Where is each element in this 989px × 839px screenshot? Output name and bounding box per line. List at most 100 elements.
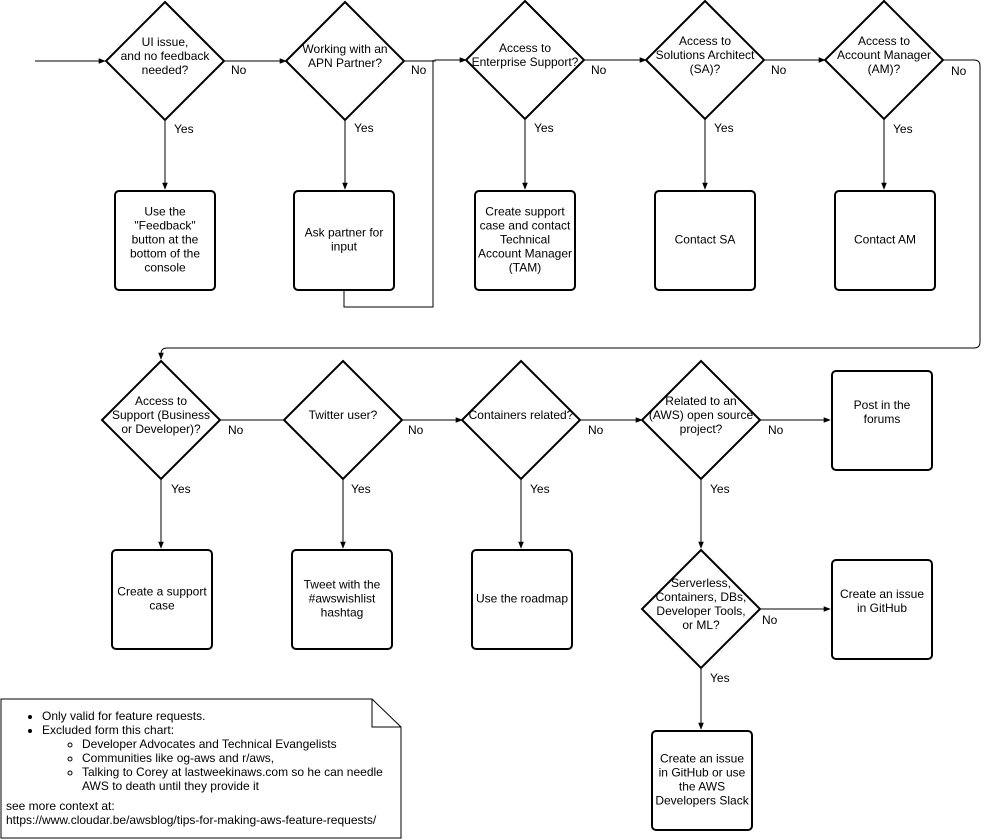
decision-apn-partner xyxy=(284,0,406,122)
action-feedback-button-label: console xyxy=(144,261,186,275)
edge-label-no: No xyxy=(411,63,427,77)
edge-partner-loop xyxy=(343,60,434,308)
decision-service-team-label: Developer Tools, xyxy=(656,604,745,618)
edge-label-no: No xyxy=(951,64,967,78)
action-contact-am xyxy=(834,190,936,291)
decision-ui-issue-label: and no feedback xyxy=(121,49,211,63)
action-forums-label: forums xyxy=(864,412,901,426)
action-ask-partner-label: input xyxy=(331,240,358,254)
connectors xyxy=(35,57,981,730)
edge-label-yes: Yes xyxy=(714,121,734,135)
decision-enterprise-support-label: Enterprise Support? xyxy=(472,55,579,69)
edge-am-no xyxy=(158,59,981,360)
decision-account-manager-label: (AM)? xyxy=(868,62,901,76)
note-shape xyxy=(0,698,402,839)
excluded-list: Developer Advocates and Technical Evange… xyxy=(42,737,396,793)
decision-ui-issue-label: needed? xyxy=(142,63,189,77)
action-roadmap xyxy=(471,549,573,650)
decision-support-plan-label: Access to xyxy=(135,394,187,408)
action-feedback-button xyxy=(114,190,216,291)
decision-open-source-label: (AWS) open source xyxy=(649,408,754,422)
edge-label-yes: Yes xyxy=(174,122,194,136)
action-github-issue xyxy=(831,559,933,660)
decision-service-team-label: Containers, DBs, xyxy=(656,590,747,604)
edge-apn-no xyxy=(404,57,467,63)
action-forums-label: Post in the xyxy=(854,398,911,412)
decision-service-team-label: or ML? xyxy=(682,618,720,632)
decision-solutions-architect xyxy=(644,0,766,121)
action-github-or-slack-label: in GitHub or use xyxy=(659,766,746,780)
decision-support-plan xyxy=(100,359,222,481)
decision-support-plan-label: or Developer)? xyxy=(121,422,201,436)
action-github-or-slack-label: Create an issue xyxy=(660,752,744,766)
excluded-item: Talking to Corey at lastweekinaws.com so… xyxy=(82,765,396,793)
edge-label-yes: Yes xyxy=(893,122,913,136)
decision-solutions-architect-label: Solutions Architect xyxy=(656,48,755,62)
note-list: Only valid for feature requests. Exclude… xyxy=(6,709,396,793)
decision-open-source xyxy=(640,359,762,481)
edge-label-yes: Yes xyxy=(171,482,191,496)
edge-label-no: No xyxy=(762,613,778,627)
decision-ui-issue-label: UI issue, xyxy=(142,35,189,49)
decision-support-plan-label: Support (Business xyxy=(112,408,210,422)
note-footer-url[interactable]: https://www.cloudar.be/awsblog/tips-for-… xyxy=(6,813,377,827)
note-footer-label: see more context at: xyxy=(6,799,115,813)
action-create-case-tam-label: (TAM) xyxy=(509,261,541,275)
edge-label-yes: Yes xyxy=(710,482,730,496)
excluded-item: Developer Advocates and Technical Evange… xyxy=(82,737,396,751)
edge-label-yes: Yes xyxy=(354,121,374,135)
edge-label-yes: Yes xyxy=(351,482,371,496)
edge-label-yes: Yes xyxy=(710,671,730,685)
action-tweet-label: #awswishlist xyxy=(309,592,376,606)
action-ask-partner-label: Ask partner for xyxy=(305,226,384,240)
action-feedback-button-label: "Feedback" xyxy=(134,219,195,233)
edge-label-no: No xyxy=(771,63,787,77)
action-create-case-tam-label: Technical xyxy=(500,233,550,247)
decision-enterprise-support xyxy=(464,0,586,121)
note-item-excluded-label: Excluded form this chart: xyxy=(42,723,175,737)
edge-label-no: No xyxy=(768,423,784,437)
action-contact-sa-label: Contact SA xyxy=(675,233,736,247)
action-create-case-tam-label: Account Manager xyxy=(478,247,572,261)
action-github-issue-label: Create an issue xyxy=(840,587,924,601)
action-feedback-button-label: button at the xyxy=(132,233,199,247)
edge-label-yes: Yes xyxy=(534,121,554,135)
decision-containers xyxy=(460,359,582,481)
edge-label-no: No xyxy=(408,423,424,437)
decision-twitter xyxy=(282,359,404,481)
note-footer: see more context at: https://www.cloudar… xyxy=(6,799,396,827)
note-item-feature-requests: Only valid for feature requests. xyxy=(42,709,396,723)
action-create-case-tam-label: Create support xyxy=(485,205,565,219)
action-tweet xyxy=(291,549,393,650)
action-tweet-label: hashtag xyxy=(321,606,364,620)
action-tweet-label: Tweet with the xyxy=(304,578,381,592)
action-feedback-button-label: Use the xyxy=(144,205,186,219)
action-create-support-case-label: Create a support xyxy=(117,585,207,599)
decision-ui-issue xyxy=(104,0,226,122)
action-ask-partner xyxy=(293,190,395,291)
decision-apn-partner-label: APN Partner? xyxy=(308,56,382,70)
note-item-excluded: Excluded form this chart: Developer Advo… xyxy=(42,723,396,793)
action-github-or-slack-label: the AWS xyxy=(679,780,725,794)
action-roadmap-label: Use the roadmap xyxy=(476,592,568,606)
decision-enterprise-support-label: Access to xyxy=(499,41,551,55)
note-content: Only valid for feature requests. Exclude… xyxy=(6,709,396,827)
decision-account-manager-label: Account Manager xyxy=(837,48,931,62)
edge-label-yes: Yes xyxy=(530,482,550,496)
action-create-support-case-label: case xyxy=(149,599,175,613)
action-github-issue-label: in GitHub xyxy=(857,601,907,615)
edge-label-no: No xyxy=(231,63,247,77)
edge-label-no: No xyxy=(228,423,244,437)
action-forums xyxy=(831,370,933,471)
action-github-or-slack-label: Developers Slack xyxy=(655,794,749,808)
decision-service-team-label: Serverless, xyxy=(671,576,731,590)
excluded-item: Communities like og-aws and r/aws, xyxy=(82,751,396,765)
action-create-support-case xyxy=(111,549,213,650)
decision-account-manager-label: Access to xyxy=(858,34,910,48)
decision-solutions-architect-label: (SA)? xyxy=(690,62,721,76)
decision-open-source-label: Related to an xyxy=(665,394,736,408)
action-create-case-tam xyxy=(474,190,576,291)
decision-solutions-architect-label: Access to xyxy=(679,34,731,48)
